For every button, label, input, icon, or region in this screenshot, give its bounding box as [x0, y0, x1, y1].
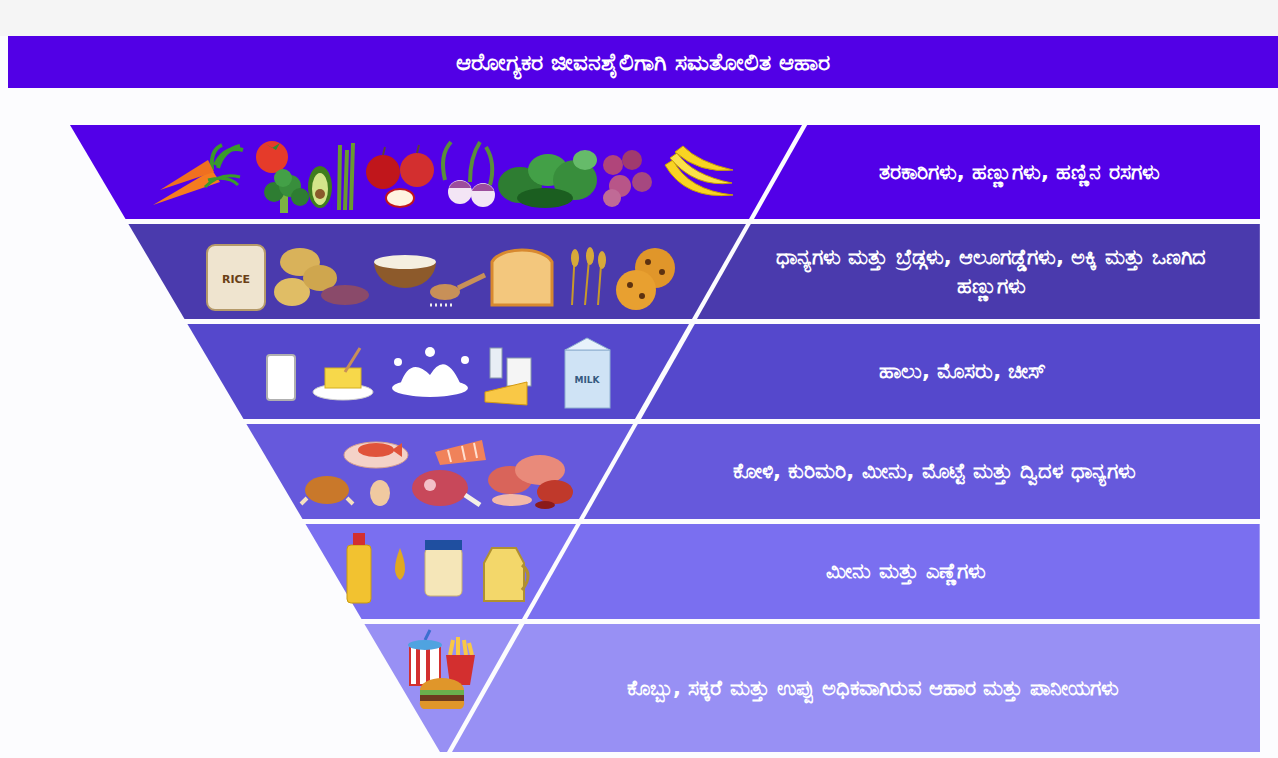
- pyramid-band: ಧಾನ್ಯಗಳು ಮತ್ತು ಬ್ರೆಡ್ಗಳು, ಆಲೂಗಡ್ಡೆಗಳು, ಅ…: [697, 224, 1260, 319]
- band-label: ಧಾನ್ಯಗಳು ಮತ್ತು ಬ್ರೆಡ್ಗಳು, ಆಲೂಗಡ್ಡೆಗಳು, ಅ…: [751, 243, 1231, 300]
- title-text: ಆರೋಗ್ಯಕರ ಜೀವನಶೈಲಿಗಾಗಿ ಸಮತೋಲಿತ ಆಹಾರ: [8, 36, 1278, 88]
- band-text-area: ಹಾಲು, ಮೊಸರು, ಚೀಸ್: [671, 324, 1254, 419]
- pyramid-band: ಹಾಲು, ಮೊಸರು, ಚೀಸ್: [641, 324, 1260, 419]
- pyramid-band: ಕೊಬ್ಬು, ಸಕ್ಕರೆ ಮತ್ತು ಉಪ್ಪು ಅಧಿಕವಾಗಿರುವ ಆ…: [452, 624, 1260, 752]
- band-label: ಮೀನು ಮತ್ತು ಎಣ್ಣೆಗಳು: [826, 557, 986, 585]
- band-label: ಹಾಲು, ಮೊಸರು, ಚೀಸ್: [879, 357, 1047, 385]
- pyramid-band: ಕೋಳಿ, ಕುರಿಮರಿ, ಮೀನು, ಮೊಟ್ಟೆ ಮತ್ತು ದ್ವಿದಳ…: [584, 424, 1260, 519]
- band-text-area: ತರಕಾರಿಗಳು, ಹಣ್ಣುಗಳು, ಹಣ್ಣಿನ ರಸಗಳು: [784, 125, 1254, 219]
- band-text-area: ಮೀನು ಮತ್ತು ಎಣ್ಣೆಗಳು: [558, 524, 1254, 619]
- pyramid-band: ಮೀನು ಮತ್ತು ಎಣ್ಣೆಗಳು: [527, 524, 1260, 619]
- icon-label: RICE: [222, 273, 250, 286]
- band-text-area: ಕೊಬ್ಬು, ಸಕ್ಕರೆ ಮತ್ತು ಉಪ್ಪು ಅಧಿಕವಾಗಿರುವ ಆ…: [492, 624, 1254, 752]
- band-text-area: ಕೋಳಿ, ಕುರಿಮರಿ, ಮೀನು, ಮೊಟ್ಟೆ ಮತ್ತು ದ್ವಿದಳ…: [615, 424, 1254, 519]
- pyramid-band: ತರಕಾರಿಗಳು, ಹಣ್ಣುಗಳು, ಹಣ್ಣಿನ ರಸಗಳು: [754, 125, 1260, 219]
- band-shape: [697, 224, 1260, 319]
- band-text-area: ಧಾನ್ಯಗಳು ಮತ್ತು ಬ್ರೆಡ್ಗಳು, ಆಲೂಗಡ್ಡೆಗಳು, ಅ…: [728, 224, 1254, 319]
- icon-label: MILK: [574, 375, 599, 385]
- band-label: ಕೊಬ್ಬು, ಸಕ್ಕರೆ ಮತ್ತು ಉಪ್ಪು ಅಧಿಕವಾಗಿರುವ ಆ…: [627, 674, 1119, 702]
- band-label: ಕೋಳಿ, ಕುರಿಮರಿ, ಮೀನು, ಮೊಟ್ಟೆ ಮತ್ತು ದ್ವಿದಳ…: [733, 457, 1136, 485]
- band-label: ತರಕಾರಿಗಳು, ಹಣ್ಣುಗಳು, ಹಣ್ಣಿನ ರಸಗಳು: [879, 158, 1160, 186]
